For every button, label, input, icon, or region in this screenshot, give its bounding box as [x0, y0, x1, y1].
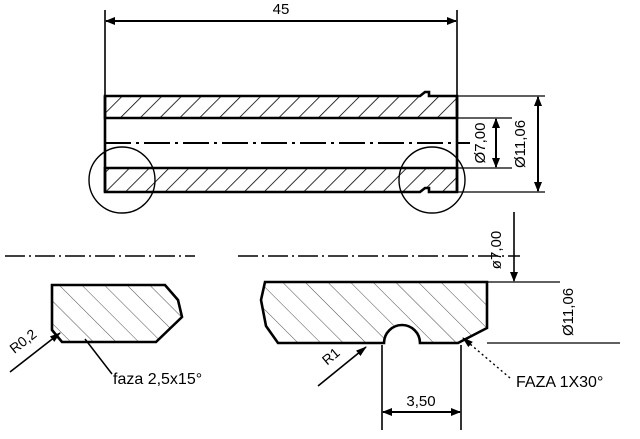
leader-line-chamfer-left [84, 338, 113, 375]
annotation-label-chamfer-left: faza 2,5x15° [113, 371, 202, 388]
dimension-label-groove: 3,50 [406, 393, 435, 410]
upper-wall-section [103, 90, 459, 120]
detail-left-profile [50, 283, 184, 344]
dimension-label-length: 45 [273, 1, 290, 18]
dimension-label-detail-outer: Ø11,06 [560, 288, 577, 336]
lower-wall-hatched [103, 166, 459, 194]
leader-line-radius-groove [317, 346, 367, 387]
dimension-label-detail-bore: ø7,00 [488, 231, 505, 269]
dimension-label-outer: Ø11,06 [512, 120, 529, 168]
lower-wall-section [103, 166, 459, 194]
annotation-label-radius-groove: R1 [319, 344, 343, 368]
detail-right-view: ø7,00 Ø11,06 R1 3,50 FAZA 1X30° [238, 212, 620, 430]
dimension-label-bore: Ø7,00 [472, 123, 489, 164]
detail-circle-right [398, 146, 466, 214]
detail-left-view: R0,2 faza 2,5x15° [5, 255, 202, 388]
leader-line-radius-left [9, 332, 61, 373]
leader-line-chamfer-right [462, 337, 511, 379]
main-section-view: 45 Ø7,00 [88, 1, 545, 214]
annotation-label-chamfer-right: FAZA 1X30° [516, 374, 603, 391]
detail-right-profile [259, 280, 489, 345]
upper-wall-hatched [103, 90, 459, 120]
detail-circle-left [88, 146, 156, 214]
